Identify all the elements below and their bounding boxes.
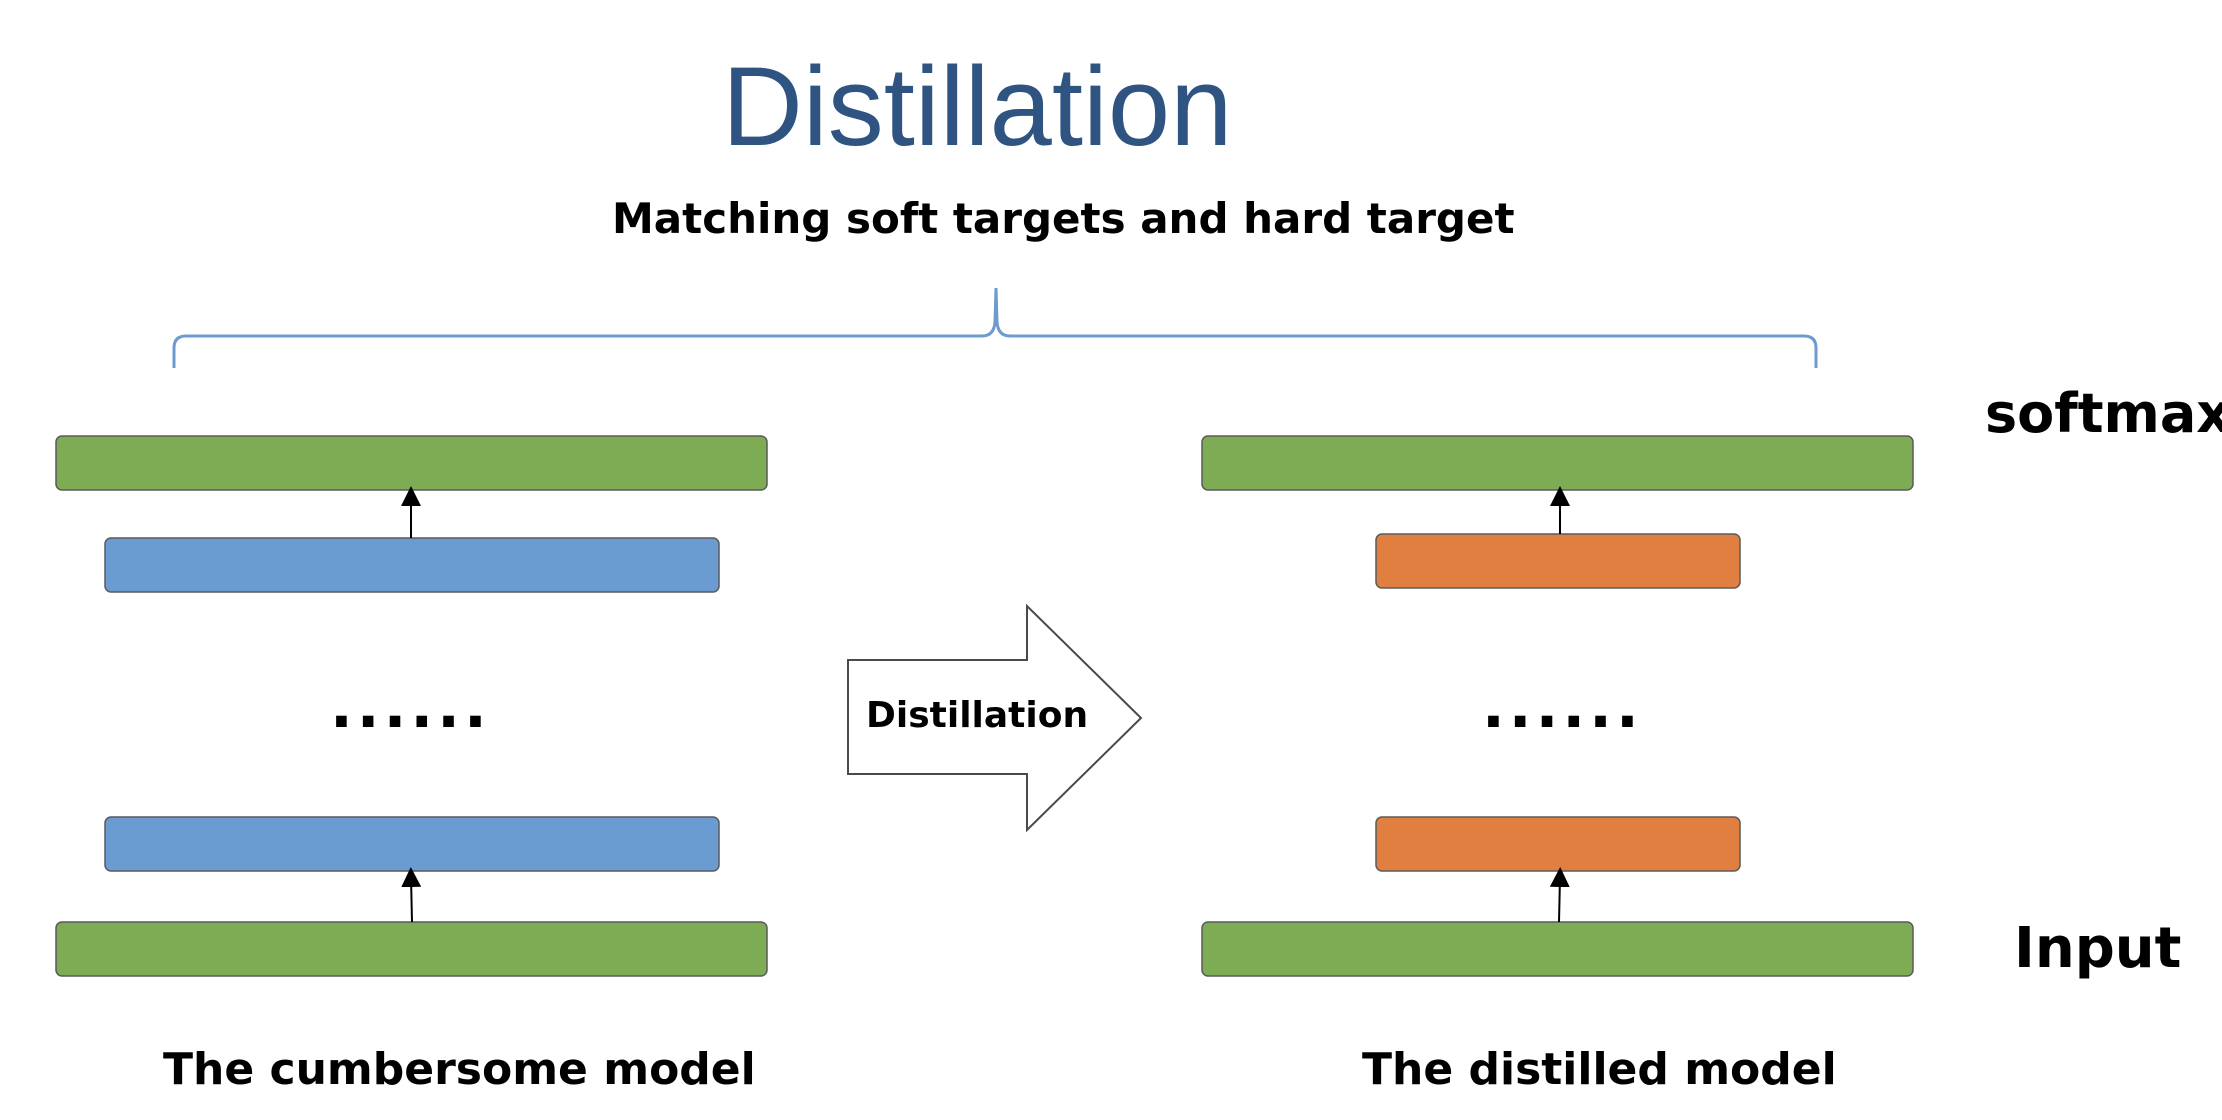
page-title: Distillation [722, 44, 1233, 169]
student-hidden-layer-top [1375, 533, 1741, 589]
student-hidden-layer-bottom [1375, 816, 1741, 872]
distillation-block-arrow [847, 603, 1143, 833]
teacher-arrow-bottom [401, 867, 422, 923]
student-ellipsis: ...... [1482, 672, 1643, 742]
teacher-softmax-layer [55, 435, 768, 491]
brace [172, 287, 1818, 368]
input-label: Input [2014, 916, 2182, 981]
teacher-ellipsis: ...... [330, 672, 491, 742]
distillation-arrow-label: Distillation [866, 695, 1089, 736]
teacher-hidden-layer-bottom [104, 816, 720, 872]
softmax-label: softmax [1985, 382, 2222, 445]
student-arrow-bottom [1549, 867, 1570, 923]
student-softmax-layer [1201, 435, 1914, 491]
teacher-model-caption: The cumbersome model [163, 1044, 756, 1095]
student-model-caption: The distilled model [1362, 1044, 1837, 1095]
student-input-layer [1201, 921, 1914, 977]
teacher-input-layer [55, 921, 768, 977]
teacher-hidden-layer-top [104, 537, 720, 593]
subtitle: Matching soft targets and hard target [612, 194, 1515, 243]
